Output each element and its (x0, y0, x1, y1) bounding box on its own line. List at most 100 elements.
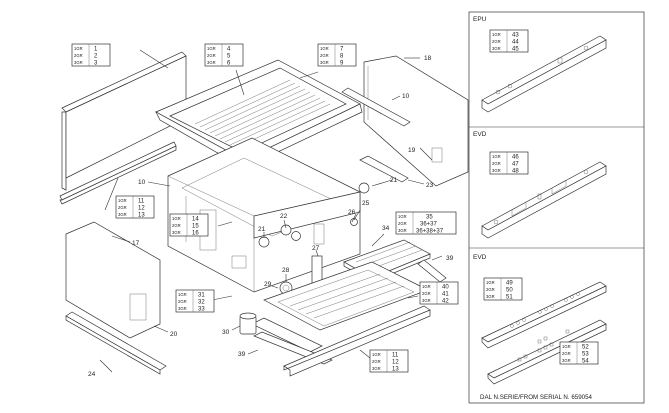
svg-text:2GR: 2GR (320, 53, 329, 58)
svg-text:46: 46 (512, 155, 519, 161)
svg-text:1GR: 1GR (207, 46, 216, 51)
front-bar-left (59, 141, 177, 211)
callout-24: 24 (88, 371, 96, 378)
svg-text:51: 51 (506, 295, 513, 301)
svg-text:1GR: 1GR (372, 352, 381, 357)
evd-panel-1: EVD 1GR 2GR 3GR 46 47 48 (473, 131, 607, 239)
left-lower-panel (65, 221, 161, 339)
ref-box-49-50-51: 1GR 2GR 3GR 49 50 51 (483, 277, 523, 301)
svg-text:33: 33 (198, 307, 205, 313)
svg-text:50: 50 (506, 288, 513, 294)
callout-25: 25 (362, 200, 370, 207)
svg-text:36+38+37: 36+38+37 (416, 229, 444, 235)
callout-numbers: 18 10 19 10 21 23 17 25 26 22 21 27 28 3… (88, 55, 454, 378)
main-exploded-view (59, 49, 469, 377)
svg-text:4: 4 (227, 47, 231, 53)
svg-text:11: 11 (138, 199, 145, 205)
callout-23: 23 (426, 182, 434, 189)
svg-text:1GR: 1GR (492, 32, 501, 37)
svg-text:42: 42 (442, 299, 449, 305)
svg-text:1: 1 (94, 47, 98, 53)
svg-text:3GR: 3GR (74, 60, 83, 65)
svg-text:48: 48 (512, 169, 519, 175)
ref-box-1-2-3: 1GR 2GR 3GR 1 2 3 (71, 43, 111, 67)
svg-text:49: 49 (506, 281, 513, 287)
svg-text:15: 15 (192, 224, 199, 230)
svg-text:31: 31 (198, 293, 205, 299)
svg-text:1GR: 1GR (320, 46, 329, 51)
variant-panels: EPU 1GR 2GR 3GR 43 44 45 EVD (468, 11, 645, 404)
svg-text:3GR: 3GR (492, 46, 501, 51)
evd-title-1: EVD (473, 131, 487, 138)
svg-text:3GR: 3GR (320, 60, 329, 65)
bottom-bar-right (283, 305, 431, 377)
svg-text:1GR: 1GR (74, 46, 83, 51)
svg-text:32: 32 (198, 300, 205, 306)
callout-39-right: 39 (446, 255, 454, 262)
svg-text:1GR: 1GR (492, 154, 501, 159)
callout-20: 20 (170, 331, 178, 338)
callout-39-bottom: 39 (238, 351, 246, 358)
svg-text:35: 35 (426, 215, 433, 221)
svg-text:8: 8 (340, 54, 344, 60)
svg-text:1GR: 1GR (178, 292, 187, 297)
bottom-bar-left (65, 311, 167, 375)
svg-text:2GR: 2GR (492, 161, 501, 166)
callout-27: 27 (312, 245, 320, 252)
svg-text:1GR: 1GR (118, 198, 127, 203)
callout-10-left: 10 (138, 179, 146, 186)
svg-text:3GR: 3GR (486, 294, 495, 299)
svg-text:2GR: 2GR (172, 223, 181, 228)
svg-text:7: 7 (340, 47, 344, 53)
callout-19: 19 (408, 147, 416, 154)
svg-text:3GR: 3GR (492, 168, 501, 173)
svg-text:3GR: 3GR (398, 228, 407, 233)
svg-text:9: 9 (340, 61, 344, 67)
svg-text:3: 3 (94, 61, 98, 67)
right-rail (359, 155, 425, 185)
ref-box-4-5-6: 1GR 2GR 3GR 4 5 6 (204, 43, 244, 67)
svg-text:45: 45 (512, 47, 519, 53)
evd-front-plate-2b (487, 319, 607, 385)
ref-box-31-32-33: 1GR 2GR 3GR 31 32 33 (175, 289, 215, 313)
svg-text:2GR: 2GR (74, 53, 83, 58)
callout-21-right: 21 (390, 177, 398, 184)
ref-box-46-47-48: 1GR 2GR 3GR 46 47 48 (489, 151, 529, 175)
front-panel-assembly (253, 182, 370, 295)
callout-26: 26 (348, 209, 356, 216)
callout-34: 34 (382, 225, 390, 232)
svg-text:12: 12 (392, 360, 399, 366)
svg-text:2GR: 2GR (118, 205, 127, 210)
svg-text:2GR: 2GR (178, 299, 187, 304)
pump-cylinder (231, 312, 257, 335)
svg-text:3GR: 3GR (172, 230, 181, 235)
svg-text:3GR: 3GR (118, 212, 127, 217)
svg-text:41: 41 (442, 292, 449, 298)
serial-footer: DAL N.SERIE/FROM SERIAL N. 659054 (480, 394, 593, 401)
svg-text:2GR: 2GR (398, 221, 407, 226)
svg-text:6: 6 (227, 61, 231, 67)
svg-text:14: 14 (192, 217, 199, 223)
svg-text:12: 12 (138, 206, 145, 212)
svg-text:16: 16 (192, 231, 199, 237)
svg-text:3GR: 3GR (178, 306, 187, 311)
svg-text:3GR: 3GR (422, 298, 431, 303)
top-rail (341, 87, 411, 127)
evd-title-2: EVD (473, 254, 487, 261)
right-side-panel (363, 55, 469, 187)
ref-box-35-36-37: 1GR 2GR 3GR 35 36+37 36+38+37 (395, 211, 457, 235)
svg-text:2: 2 (94, 54, 98, 60)
evd-panel-2: EVD 1GR 2GR 3GR 49 50 51 (473, 254, 607, 401)
epu-panel: EPU 1GR 2GR 3GR 43 44 45 (473, 16, 607, 113)
svg-text:13: 13 (138, 213, 145, 219)
svg-text:1GR: 1GR (486, 280, 495, 285)
callout-17: 17 (132, 240, 140, 247)
svg-text:13: 13 (392, 367, 399, 373)
svg-text:43: 43 (512, 33, 519, 39)
evd-front-plate-2a (481, 281, 607, 349)
ref-box-52-53-54: 1GR 2GR 3GR 52 53 54 (559, 341, 599, 365)
svg-text:2GR: 2GR (422, 291, 431, 296)
callout-18: 18 (424, 55, 432, 62)
svg-text:44: 44 (512, 40, 519, 46)
callout-10-right: 10 (402, 93, 410, 100)
